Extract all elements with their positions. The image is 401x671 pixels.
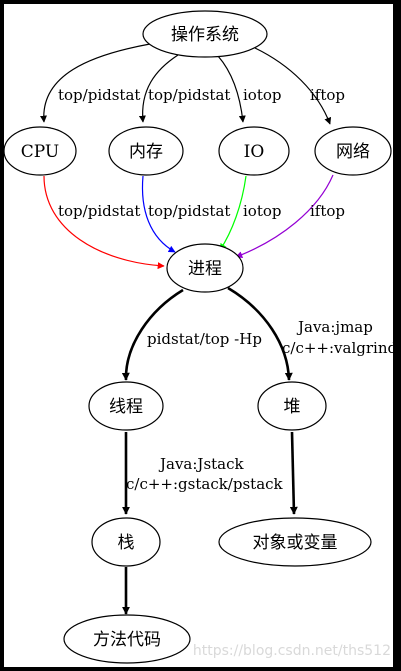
node-label-stack: 栈 bbox=[118, 533, 135, 553]
edge-process-heap bbox=[227, 286, 293, 381]
node-label-cpu: CPU bbox=[21, 142, 59, 162]
edge-cpu-process bbox=[43, 175, 165, 270]
edge-label-process-heap-line2: c/c++:valgrind bbox=[282, 339, 397, 357]
node-label-memory: 内存 bbox=[129, 142, 163, 162]
node-label-heap: 堆 bbox=[284, 397, 301, 417]
watermark-text: https://blog.csdn.net/ths512 bbox=[193, 643, 391, 659]
edge-label-thread-stack-line1: Java:Jstack bbox=[158, 455, 245, 473]
edge-label-process-heap-line1: Java:jmap bbox=[296, 318, 373, 336]
node-label-objects: 对象或变量 bbox=[253, 533, 338, 553]
edge-label-network-process: iftop bbox=[310, 202, 345, 220]
edge-memory-process bbox=[141, 175, 176, 253]
node-io: IO bbox=[218, 126, 290, 176]
node-os: 操作系统 bbox=[142, 10, 268, 58]
edge-label-os-memory: top/pidstat bbox=[148, 86, 230, 104]
node-heap: 堆 bbox=[257, 381, 327, 431]
node-thread: 线程 bbox=[88, 381, 164, 431]
edge-label-io-process: iotop bbox=[243, 202, 282, 220]
node-label-method-code: 方法代码 bbox=[93, 630, 161, 650]
edge-label-process-thread: pidstat/top -Hp bbox=[147, 330, 262, 348]
node-cpu: CPU bbox=[3, 126, 77, 176]
edge-label-os-cpu: top/pidstat bbox=[58, 86, 140, 104]
edge-os-memory bbox=[138, 54, 179, 123]
edge-os-io bbox=[217, 55, 246, 123]
edge-network-process bbox=[235, 174, 334, 258]
node-label-os: 操作系统 bbox=[171, 25, 239, 45]
edge-io-process bbox=[219, 175, 247, 251]
edge-label-os-network: iftop bbox=[310, 86, 345, 104]
edge-label-os-io: iotop bbox=[243, 86, 282, 104]
node-memory: 内存 bbox=[108, 126, 184, 176]
edge-process-thread bbox=[121, 288, 184, 381]
edge-heap-objects bbox=[289, 431, 298, 515]
node-label-thread: 线程 bbox=[109, 397, 143, 417]
node-process: 进程 bbox=[166, 243, 244, 293]
edge-os-cpu bbox=[39, 43, 151, 123]
node-stack: 栈 bbox=[91, 517, 161, 567]
node-network: 网络 bbox=[314, 126, 392, 176]
node-label-process: 进程 bbox=[188, 259, 222, 279]
edge-label-thread-stack-line2: c/c++:gstack/pstack bbox=[126, 475, 284, 493]
node-label-network: 网络 bbox=[336, 142, 370, 162]
edge-os-network bbox=[254, 47, 332, 125]
node-label-io: IO bbox=[244, 142, 265, 162]
edge-label-cpu-process: top/pidstat bbox=[58, 202, 140, 220]
edge-label-memory-process: top/pidstat bbox=[148, 202, 230, 220]
node-objects: 对象或变量 bbox=[218, 517, 372, 567]
node-method-code: 方法代码 bbox=[63, 614, 191, 664]
